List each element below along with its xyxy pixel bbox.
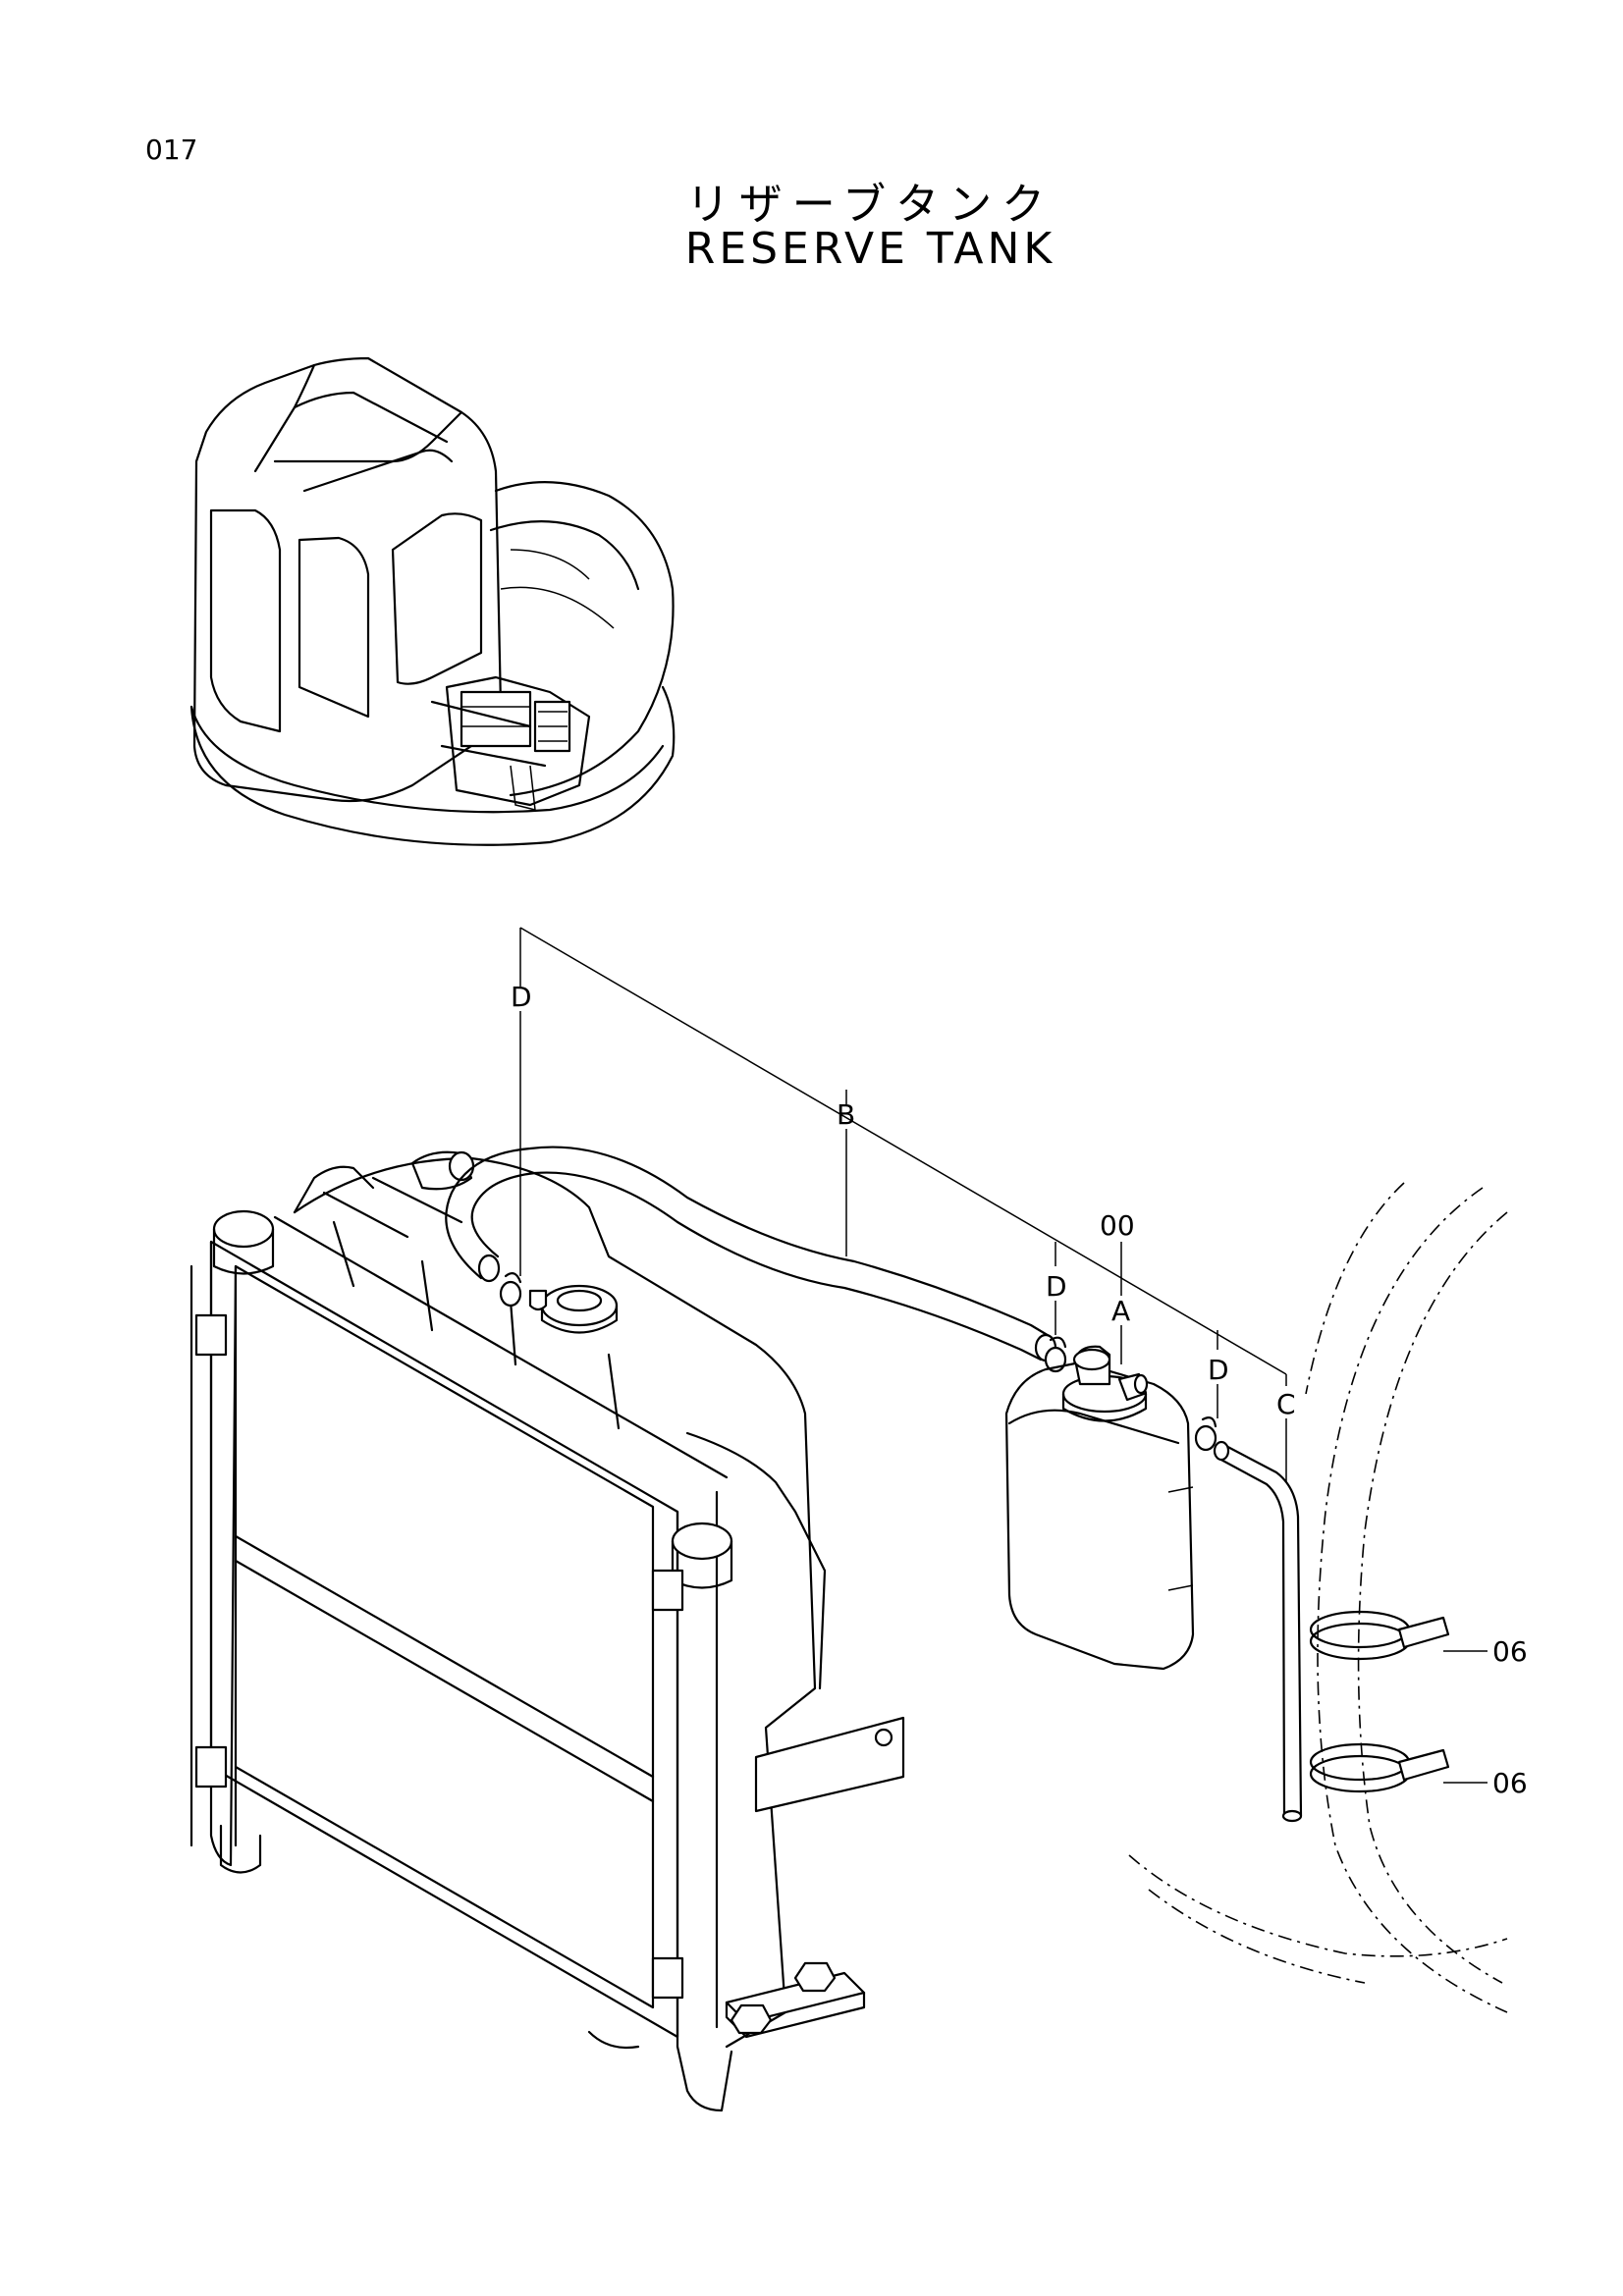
callout-part-00: 00 — [1100, 1209, 1135, 1242]
callout-a: A — [1111, 1295, 1130, 1327]
callout-b: B — [837, 1098, 855, 1131]
callout-part-06: 06 — [1492, 1635, 1528, 1668]
page-number: 017 — [145, 133, 198, 166]
excavator-overview — [189, 356, 676, 846]
callout-d: D — [1208, 1354, 1229, 1386]
phantom-outline — [1128, 1182, 1508, 2013]
clamp-06 — [1309, 1610, 1450, 1793]
callout-part-06: 06 — [1492, 1767, 1528, 1799]
radiator-assembly — [189, 1150, 905, 2112]
hose-c — [1213, 1440, 1303, 1823]
leader-lines — [519, 927, 1488, 1784]
callout-d: D — [1046, 1270, 1067, 1303]
hose-b — [445, 1146, 1057, 1362]
title-japanese: リザーブタンク — [685, 180, 1055, 230]
callout-d: D — [511, 981, 532, 1013]
page-title: RESERVE TANK — [684, 224, 1056, 274]
callout-c: C — [1276, 1388, 1296, 1420]
reserve-tank — [1004, 1345, 1195, 1671]
